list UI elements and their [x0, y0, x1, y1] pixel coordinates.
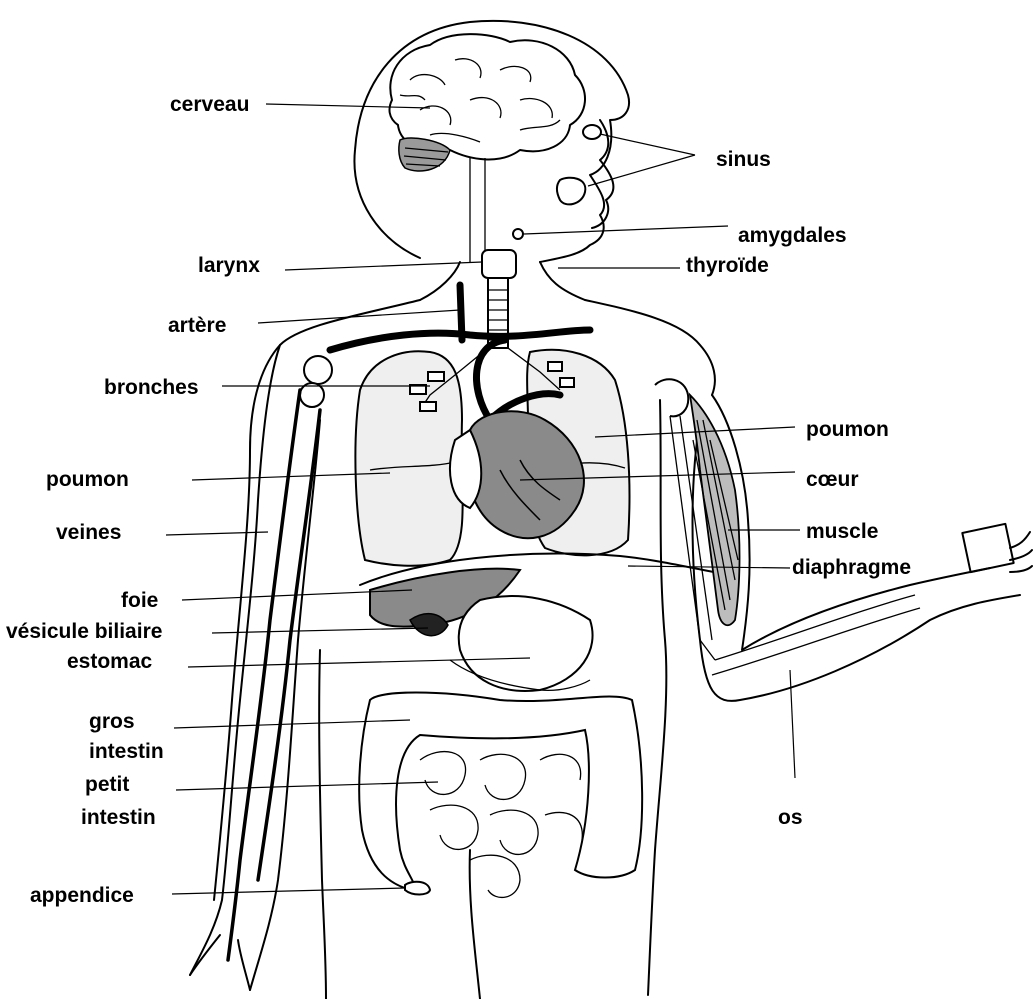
leader-cerveau	[266, 104, 430, 108]
label-artere: artère	[168, 314, 226, 337]
label-appendice: appendice	[30, 884, 134, 907]
label-coeur: cœur	[806, 468, 859, 491]
leader-appendice	[172, 888, 405, 894]
label-veines: veines	[56, 521, 121, 544]
label-gros: gros	[89, 710, 135, 733]
leader-larynx	[285, 262, 482, 270]
label-os: os	[778, 806, 803, 829]
label-cerveau: cerveau	[170, 93, 249, 116]
label-amygdales: amygdales	[738, 224, 847, 247]
label-petit: petit	[85, 773, 129, 796]
label-larynx: larynx	[198, 254, 260, 277]
leader-artere	[258, 310, 460, 323]
leader-veines	[166, 532, 268, 535]
brain	[390, 34, 586, 262]
label-diaphragme: diaphragme	[792, 556, 911, 579]
label-foie: foie	[121, 589, 158, 612]
label-poumon-left: poumon	[46, 468, 129, 491]
sinus-shapes	[513, 125, 601, 239]
leader-diaphragme	[628, 566, 790, 568]
abdomen	[359, 569, 642, 898]
label-estomac: estomac	[67, 650, 153, 673]
label-vesicule: vésicule biliaire	[6, 620, 162, 643]
leader-vesicule	[212, 628, 428, 633]
label-gros-intestin: intestin	[89, 740, 164, 763]
label-bronches: bronches	[104, 376, 199, 399]
leader-amygdales	[524, 226, 728, 234]
leader-petit-intestin	[176, 782, 438, 790]
label-petit-intestin: intestin	[81, 806, 156, 829]
leader-sinus-1	[600, 134, 695, 155]
label-sinus: sinus	[716, 148, 771, 171]
leader-sinus-2	[588, 155, 695, 186]
label-poumon-right: poumon	[806, 418, 889, 441]
label-thyroide: thyroïde	[686, 254, 769, 277]
label-muscle: muscle	[806, 520, 878, 543]
